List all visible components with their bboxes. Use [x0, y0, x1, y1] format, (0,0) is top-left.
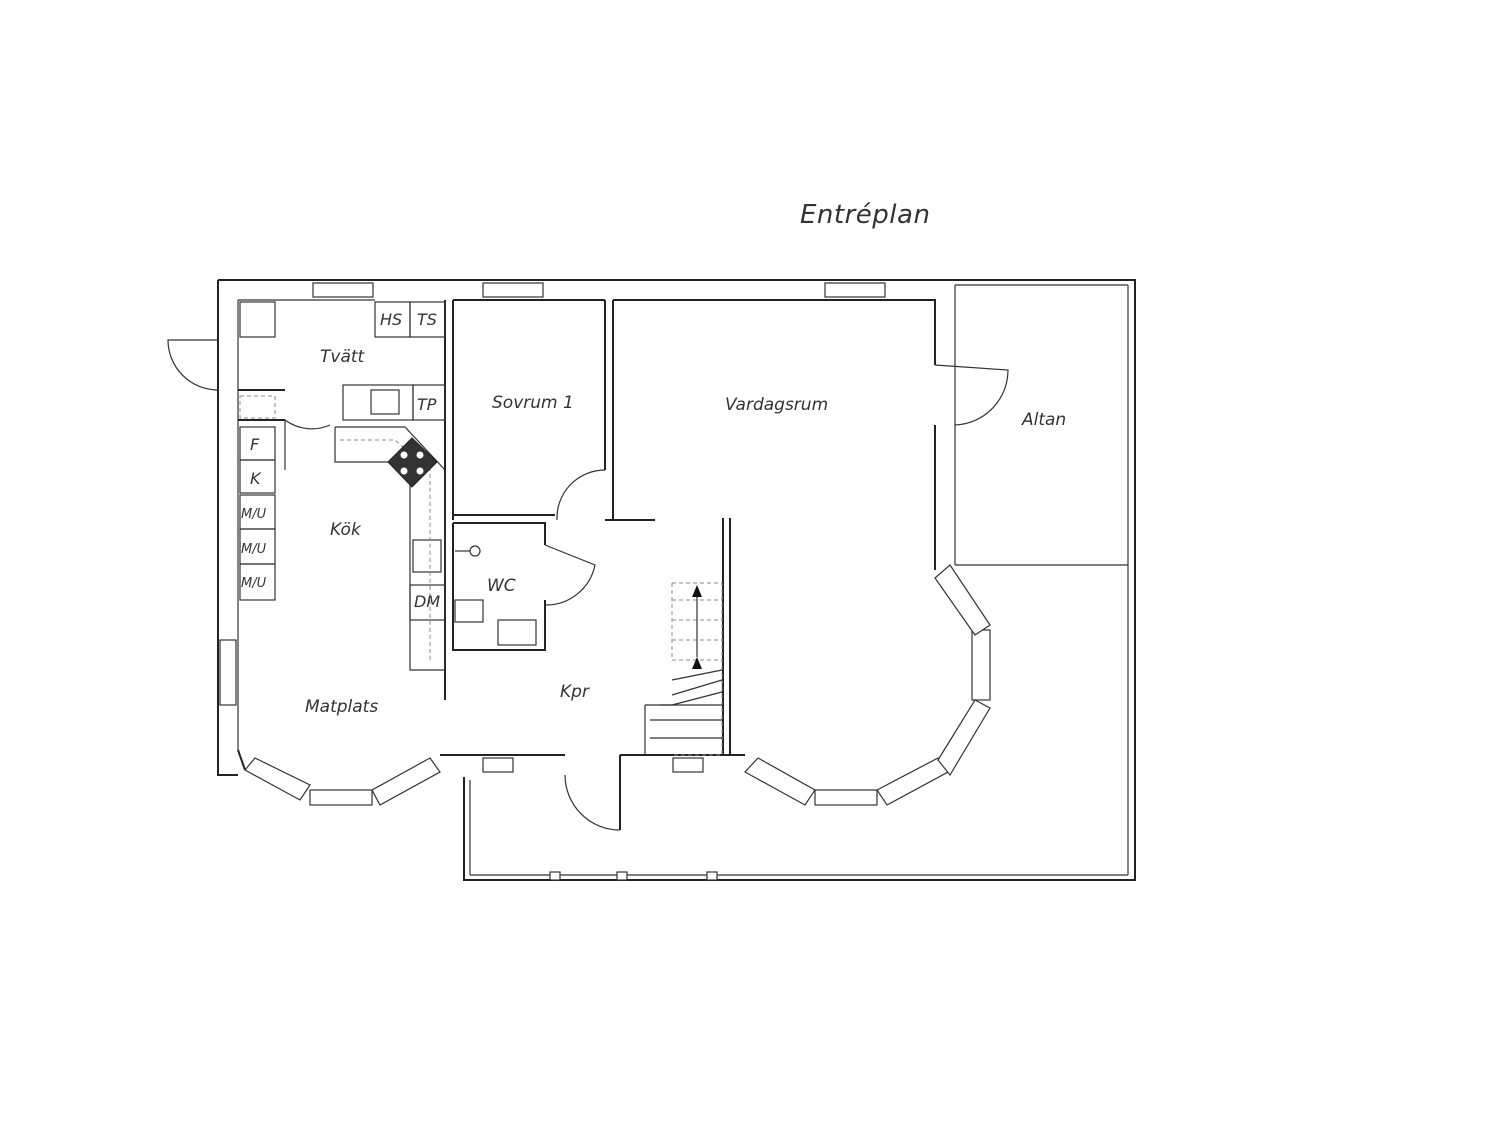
- stove-icon: [387, 437, 438, 488]
- interior-walls: [237, 299, 936, 830]
- bottom-windows: [482, 757, 718, 881]
- room-label-vardagsrum: Vardagsrum: [725, 395, 828, 415]
- room-label-sovrum1: Sovrum 1: [492, 393, 574, 413]
- room-label-kpr: Kpr: [560, 682, 590, 702]
- room-label-tvatt: Tvätt: [320, 347, 366, 367]
- stairs: [644, 582, 723, 756]
- fixture-label-k: K: [250, 469, 262, 488]
- fixture-label-mu-3: M/U: [241, 576, 267, 591]
- fixture-label-mu-1: M/U: [241, 507, 267, 522]
- wc-fixtures: [454, 545, 537, 646]
- laundry-fixtures: [239, 301, 446, 421]
- fixture-label-dm: DM: [414, 592, 440, 611]
- bay-window-right: [744, 564, 991, 806]
- fixture-label-ts: TS: [417, 310, 437, 329]
- room-label-kok: Kök: [330, 520, 362, 540]
- top-windows: [219, 282, 886, 706]
- room-label-wc: WC: [487, 576, 516, 596]
- fixture-label-mu-2: M/U: [241, 542, 267, 557]
- fixture-label-f: F: [250, 435, 260, 454]
- plan-title: Entréplan: [800, 200, 931, 230]
- fixture-label-tp: TP: [417, 395, 437, 414]
- fixture-label-hs: HS: [380, 310, 402, 329]
- doors: [167, 339, 1009, 831]
- room-label-matplats: Matplats: [305, 697, 378, 717]
- bay-window-left: [244, 757, 441, 806]
- room-label-altan: Altan: [1021, 410, 1066, 430]
